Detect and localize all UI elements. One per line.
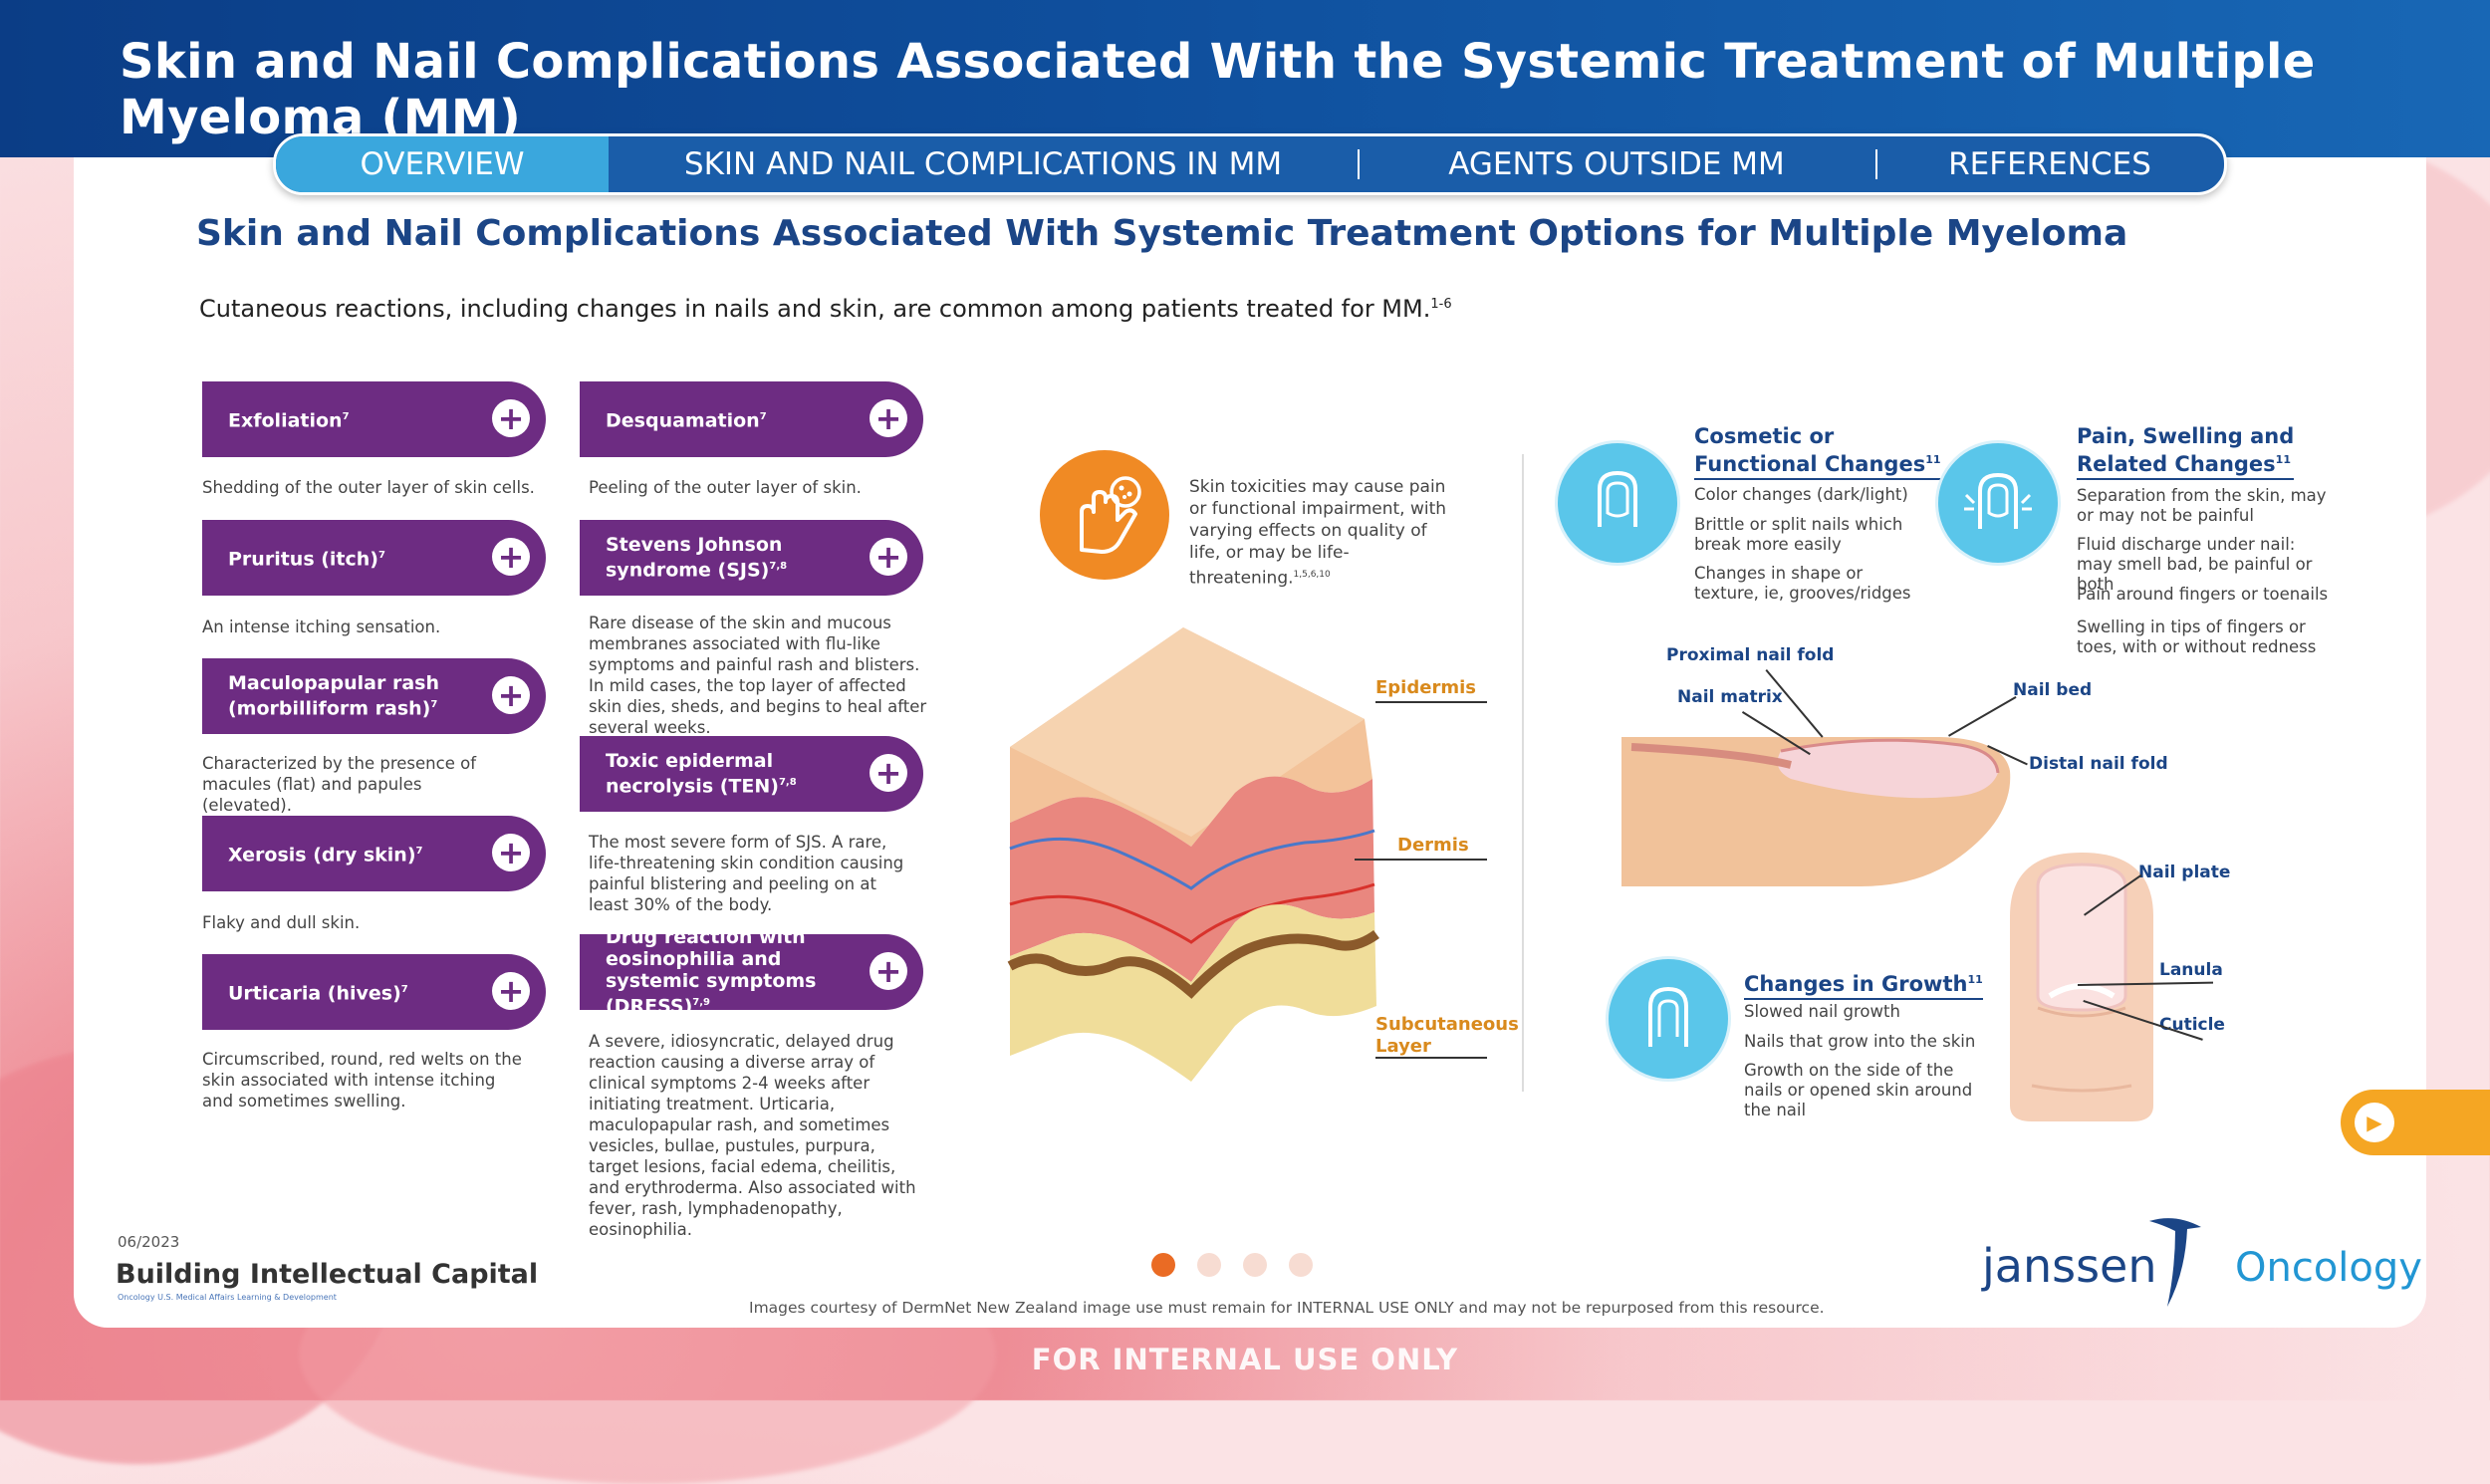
nav-divider [1875, 149, 1877, 179]
plus-icon[interactable]: + [870, 952, 907, 990]
tab-agents-outside-mm[interactable]: AGENTS OUTSIDE MM [1448, 146, 1785, 182]
play-button[interactable]: ▶ [2341, 1090, 2490, 1155]
tab-skin-and-nail-complications[interactable]: SKIN AND NAIL COMPLICATIONS IN MM [683, 146, 1283, 182]
desc-xerosis: Flaky and dull skin. [202, 913, 361, 932]
bullet: Nails that grow into the skin [1744, 1032, 1976, 1051]
label-nail-bed: Nail bed [2013, 680, 2093, 700]
desc-exfoliation: Shedding of the outer layer of skin cell… [202, 478, 535, 497]
internal-use-banner: FOR INTERNAL USE ONLY [1031, 1343, 1459, 1376]
bullet: Changes in shape or texture, ie, grooves… [1694, 564, 1911, 603]
pager-dot[interactable] [1243, 1253, 1267, 1277]
pill-desquamation[interactable]: Desquamation7 + [580, 381, 923, 457]
hand-rash-icon [1040, 450, 1169, 580]
section-subtitle: Skin and Nail Complications Associated W… [196, 213, 2128, 254]
desc-maculopapular-rash: Characterized by the presence of macules… [202, 754, 477, 815]
nail-cosmetic-icon [1555, 440, 1680, 566]
pill-label: Toxic epidermal necrolysis (TEN)7,8 [606, 750, 797, 798]
label-nail-matrix: Nail matrix [1677, 687, 1783, 707]
bullet: Color changes (dark/light) [1694, 485, 1908, 504]
pill-exfoliation[interactable]: Exfoliation7 + [202, 381, 546, 457]
page-title: Skin and Nail Complications Associated W… [120, 34, 2316, 145]
pill-label: Pruritus (itch)7 [228, 548, 385, 571]
pill-xerosis[interactable]: Xerosis (dry skin)7 + [202, 816, 546, 891]
label-line [1375, 1057, 1487, 1059]
bullet: Swelling in tips of fingers or toes, wit… [2077, 618, 2317, 656]
label-proximal-nail-fold: Proximal nail fold [1666, 645, 1835, 665]
bullet: Slowed nail growth [1744, 1002, 1900, 1021]
header-bar: Skin and Nail Complications Associated W… [0, 0, 2490, 157]
pager-dot[interactable] [1197, 1253, 1221, 1277]
plus-icon[interactable]: + [870, 538, 907, 576]
plus-icon[interactable]: + [492, 972, 530, 1010]
tab-overview[interactable]: OVERVIEW [276, 136, 609, 192]
label-line [1355, 859, 1487, 861]
desc-ten: The most severe form of SJS. A rare, lif… [589, 833, 904, 914]
pill-dress[interactable]: Drug reaction with eosinophilia and syst… [580, 926, 923, 1018]
pager-dot[interactable] [1289, 1253, 1313, 1277]
label-dermis: Dermis [1397, 835, 1469, 856]
skin-layers-illustration [1007, 627, 1379, 1082]
janssen-swoosh-icon [2149, 1218, 2201, 1307]
bullet: Fluid discharge under nail: may smell ba… [2077, 535, 2313, 594]
bullet: Pain around fingers or toenails [2077, 585, 2329, 604]
date-stamp: 06/2023 [118, 1233, 180, 1251]
pill-ten[interactable]: Toxic epidermal necrolysis (TEN)7,8 + [580, 736, 923, 812]
intro-text: Cutaneous reactions, including changes i… [199, 295, 1452, 323]
panel-divider [1522, 454, 1524, 1092]
nav-divider [1358, 149, 1360, 179]
label-epidermis: Epidermis [1375, 677, 1476, 698]
toxicity-text: Skin toxicities may cause pain or functi… [1189, 477, 1447, 589]
desc-dress: A severe, idiosyncratic, delayed drug re… [589, 1032, 916, 1239]
plus-icon[interactable]: + [870, 754, 907, 792]
plus-icon[interactable]: + [492, 834, 530, 871]
plus-icon[interactable]: + [492, 538, 530, 576]
desc-urticaria: Circumscribed, round, red welts on the s… [202, 1050, 522, 1111]
pill-label: Maculopapular rash (morbilliform rash)7 [228, 672, 439, 720]
tab-references[interactable]: REFERENCES [1948, 146, 2151, 182]
main-nav: OVERVIEW SKIN AND NAIL COMPLICATIONS IN … [273, 133, 2227, 195]
label-nail-plate: Nail plate [2138, 863, 2231, 882]
pill-label: Desquamation7 [606, 409, 767, 432]
plus-icon[interactable]: + [492, 676, 530, 714]
label-distal-nail-fold: Distal nail fold [2029, 754, 2168, 774]
pager-dot[interactable] [1151, 1253, 1175, 1277]
pill-label: Stevens Johnson syndrome (SJS)7,8 [606, 534, 788, 582]
label-lanula: Lanula [2159, 960, 2223, 980]
brand-subtitle: Oncology U.S. Medical Affairs Learning &… [118, 1293, 337, 1302]
bullet: Separation from the skin, may or may not… [2077, 486, 2327, 525]
label-line [1375, 701, 1487, 703]
desc-pruritus: An intense itching sensation. [202, 618, 441, 636]
janssen-logo: janssen [1982, 1239, 2157, 1293]
pill-label: Exfoliation7 [228, 409, 350, 432]
label-cuticle: Cuticle [2159, 1015, 2225, 1035]
pill-label: Urticaria (hives)7 [228, 982, 408, 1005]
oncology-logo: Oncology [2235, 1245, 2422, 1291]
brand-logo: Building Intellectual Capital [116, 1259, 539, 1290]
plus-icon[interactable]: + [870, 399, 907, 437]
nail-pain-icon [1935, 440, 2061, 566]
plus-icon[interactable]: + [492, 399, 530, 437]
pill-pruritus[interactable]: Pruritus (itch)7 + [202, 520, 546, 596]
desc-desquamation: Peeling of the outer layer of skin. [589, 478, 862, 497]
image-credits: Images courtesy of DermNet New Zealand i… [749, 1299, 1825, 1317]
pill-maculopapular-rash[interactable]: Maculopapular rash (morbilliform rash)7 … [202, 658, 546, 734]
pill-sjs[interactable]: Stevens Johnson syndrome (SJS)7,8 + [580, 520, 923, 596]
nail-side-illustration [1621, 737, 2011, 886]
desc-sjs: Rare disease of the skin and mucous memb… [589, 614, 927, 737]
pill-label: Xerosis (dry skin)7 [228, 844, 423, 866]
pill-urticaria[interactable]: Urticaria (hives)7 + [202, 954, 546, 1030]
play-icon: ▶ [2355, 1103, 2394, 1142]
nail-top-illustration [2010, 853, 2153, 1121]
pill-label: Drug reaction with eosinophilia and syst… [606, 926, 817, 1018]
section-title-growth: Changes in Growth11 [1744, 968, 1983, 1000]
bullet: Growth on the side of the nails or opene… [1744, 1061, 1973, 1119]
nail-growth-icon [1606, 956, 1731, 1082]
bullet: Brittle or split nails which break more … [1694, 515, 1903, 554]
